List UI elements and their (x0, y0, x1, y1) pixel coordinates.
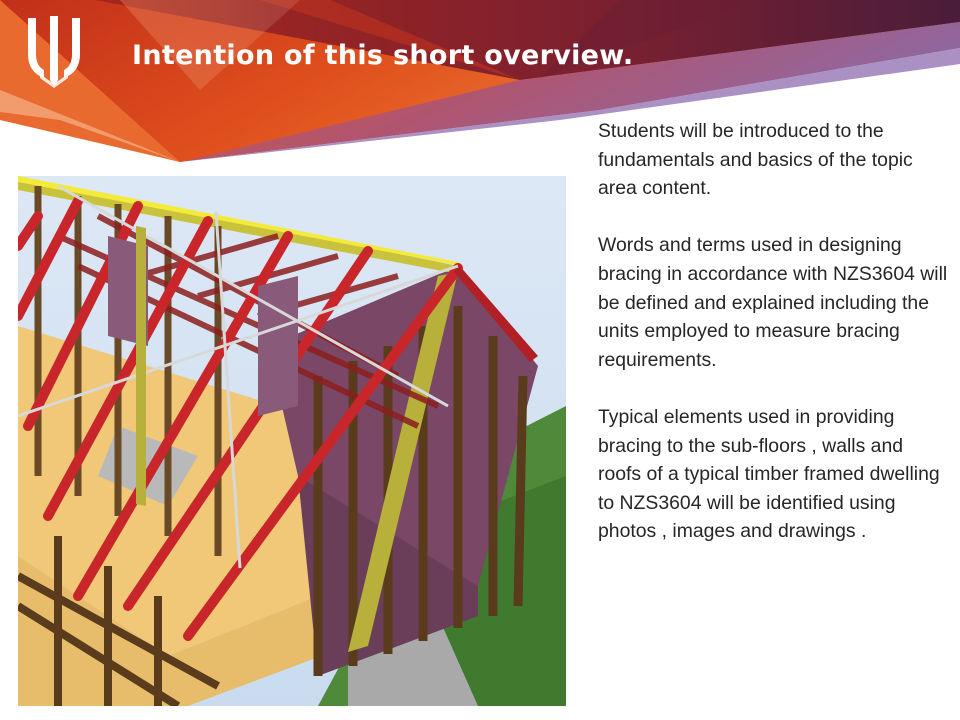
header-banner (0, 0, 960, 162)
house-frame-illustration (18, 176, 566, 706)
university-logo (28, 16, 80, 88)
paragraph-terms: Words and terms used in designing bracin… (598, 234, 948, 371)
paragraph-elements: Typical elements used in providing braci… (598, 405, 940, 543)
slide-title: Intention of this short overview. (132, 40, 634, 71)
paragraph-intro: Students will be introduced to the funda… (598, 120, 913, 200)
body-text: Students will be introduced to the funda… (598, 117, 948, 575)
